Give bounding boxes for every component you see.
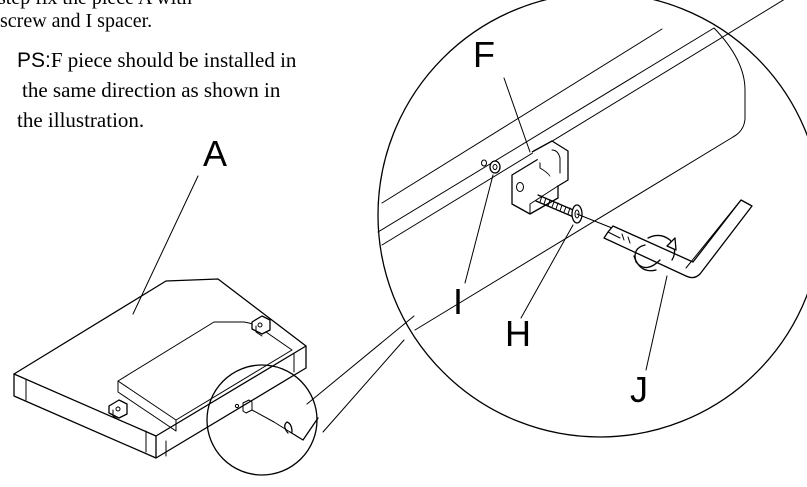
note-line-3: the illustration. — [17, 108, 145, 132]
leader-h — [520, 224, 574, 319]
spacer-i — [481, 159, 501, 174]
label-h: H — [505, 313, 531, 354]
allen-key-j — [603, 199, 753, 279]
base-left-face — [13, 373, 157, 459]
piece-a-base — [13, 278, 307, 459]
connector-upper — [306, 315, 415, 405]
leader-i — [464, 174, 494, 284]
screw — [535, 194, 579, 219]
label-j: J — [630, 369, 648, 410]
base-top-outline — [13, 278, 307, 437]
label-a: A — [203, 133, 228, 174]
label-i: I — [453, 281, 464, 322]
instruction-line-2: screw and I spacer. — [0, 10, 153, 32]
note-prefix: PS: — [17, 49, 51, 72]
connector-lower — [322, 339, 405, 433]
instruction-top-line: step fix the piece A with — [0, 0, 192, 8]
bracket-f — [511, 140, 569, 215]
leader-a — [132, 175, 199, 315]
note-line-1: PS:F piece should be installed in — [17, 48, 297, 72]
large-detail-circle — [377, 0, 807, 438]
base-inner-block — [117, 321, 293, 421]
label-f: F — [473, 34, 495, 75]
base-bracket-rear — [251, 315, 271, 337]
small-detail-circle — [206, 364, 318, 476]
note-line-2: the same direction as shown in — [22, 78, 281, 102]
base-right-face — [155, 345, 307, 459]
leader-j — [645, 275, 668, 371]
note-text-1: F piece should be installed in — [50, 48, 297, 72]
small-detail-parts — [234, 399, 319, 441]
base-bracket-front — [108, 399, 128, 421]
large-detail-contents — [377, 0, 785, 371]
leader-f — [503, 77, 531, 153]
